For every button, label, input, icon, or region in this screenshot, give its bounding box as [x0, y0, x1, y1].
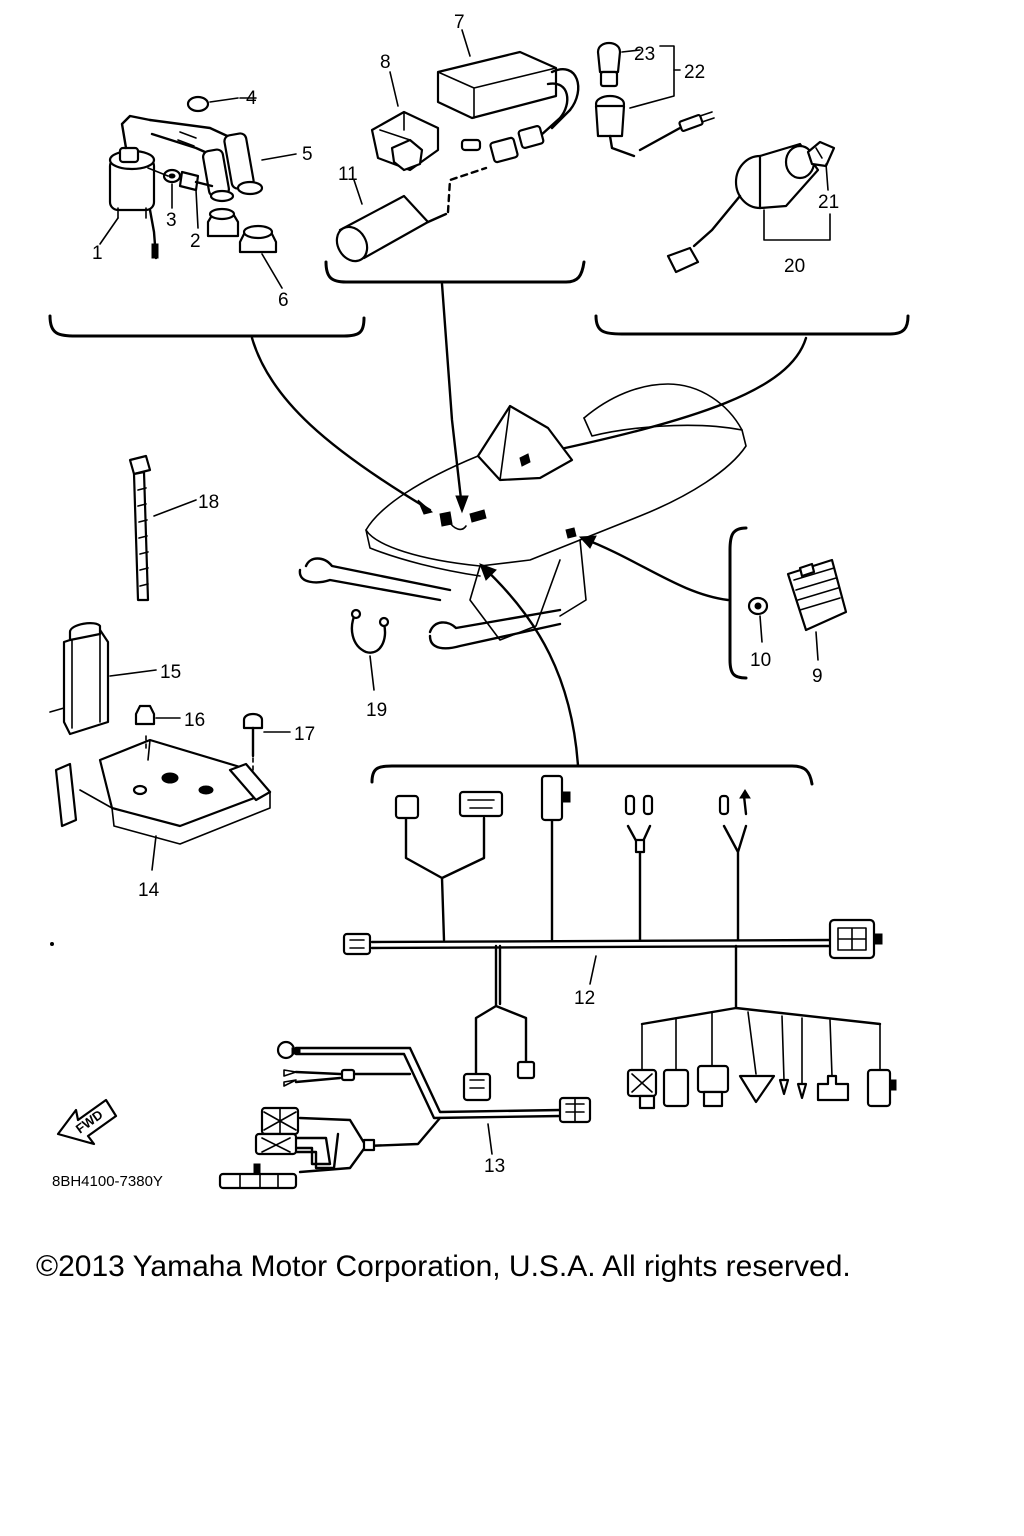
sub-harness	[218, 1040, 592, 1190]
cdi-connectors	[460, 125, 545, 164]
cover	[49, 622, 110, 736]
wire-clamp	[350, 608, 390, 654]
switch-key	[806, 140, 836, 168]
callout-5: 5	[302, 144, 313, 165]
bolt	[147, 167, 214, 192]
main-switch-group: 23 22 21 20	[594, 41, 839, 277]
callout-14: 14	[138, 880, 160, 901]
washer	[162, 168, 182, 184]
callout-20: 20	[784, 256, 805, 277]
cable-tie	[128, 454, 152, 602]
cdi-unit	[436, 50, 580, 138]
callout-18: 18	[198, 492, 219, 513]
snowmobile-outline	[298, 383, 747, 650]
callout-7: 7	[454, 12, 465, 33]
fwd-arrow-icon: FWD	[56, 1098, 118, 1146]
callout-16: 16	[184, 710, 205, 731]
callout-23: 23	[634, 44, 655, 65]
callout-3: 3	[166, 210, 177, 231]
grommet-16	[134, 704, 156, 726]
main-switch	[666, 142, 820, 274]
callout-13: 13	[484, 1156, 505, 1177]
bolt-17	[242, 712, 264, 758]
callout-8: 8	[380, 52, 391, 73]
group-braces	[48, 260, 910, 786]
callout-15: 15	[160, 662, 181, 683]
callout-2: 2	[190, 231, 201, 252]
rectifier-regulator	[786, 558, 848, 632]
callout-11: 11	[338, 164, 358, 185]
part-code: 8BH4100-7380Y	[52, 1173, 163, 1190]
bulb	[596, 41, 641, 88]
copyright-notice: ©2013 Yamaha Motor Corporation, U.S.A. A…	[36, 1250, 851, 1283]
callout-21: 21	[818, 192, 839, 213]
callout-17: 17	[294, 724, 315, 745]
location-arrows	[250, 282, 808, 768]
bulb-socket	[594, 94, 715, 158]
wire-cap	[186, 95, 210, 113]
ignition-coil	[108, 114, 159, 260]
resistor	[335, 166, 488, 263]
callout-6: 6	[278, 290, 289, 311]
callout-9: 9	[812, 666, 823, 687]
callout-19: 19	[366, 700, 387, 721]
wire-harness	[342, 774, 897, 1110]
rubber-mount	[370, 110, 440, 172]
mounting-bracket	[54, 735, 272, 845]
spark-plug-caps	[148, 118, 264, 203]
ignition-coil-group: 1 2 3 4 5 6	[92, 88, 313, 311]
nut	[747, 596, 769, 616]
callout-12: 12	[574, 988, 595, 1009]
grommets	[206, 207, 278, 254]
callout-10: 10	[750, 650, 771, 671]
cdi-unit-group: 7 8 11	[335, 12, 580, 263]
callout-4: 4	[246, 88, 257, 109]
callout-22: 22	[684, 62, 705, 83]
callout-1: 1	[92, 243, 103, 264]
